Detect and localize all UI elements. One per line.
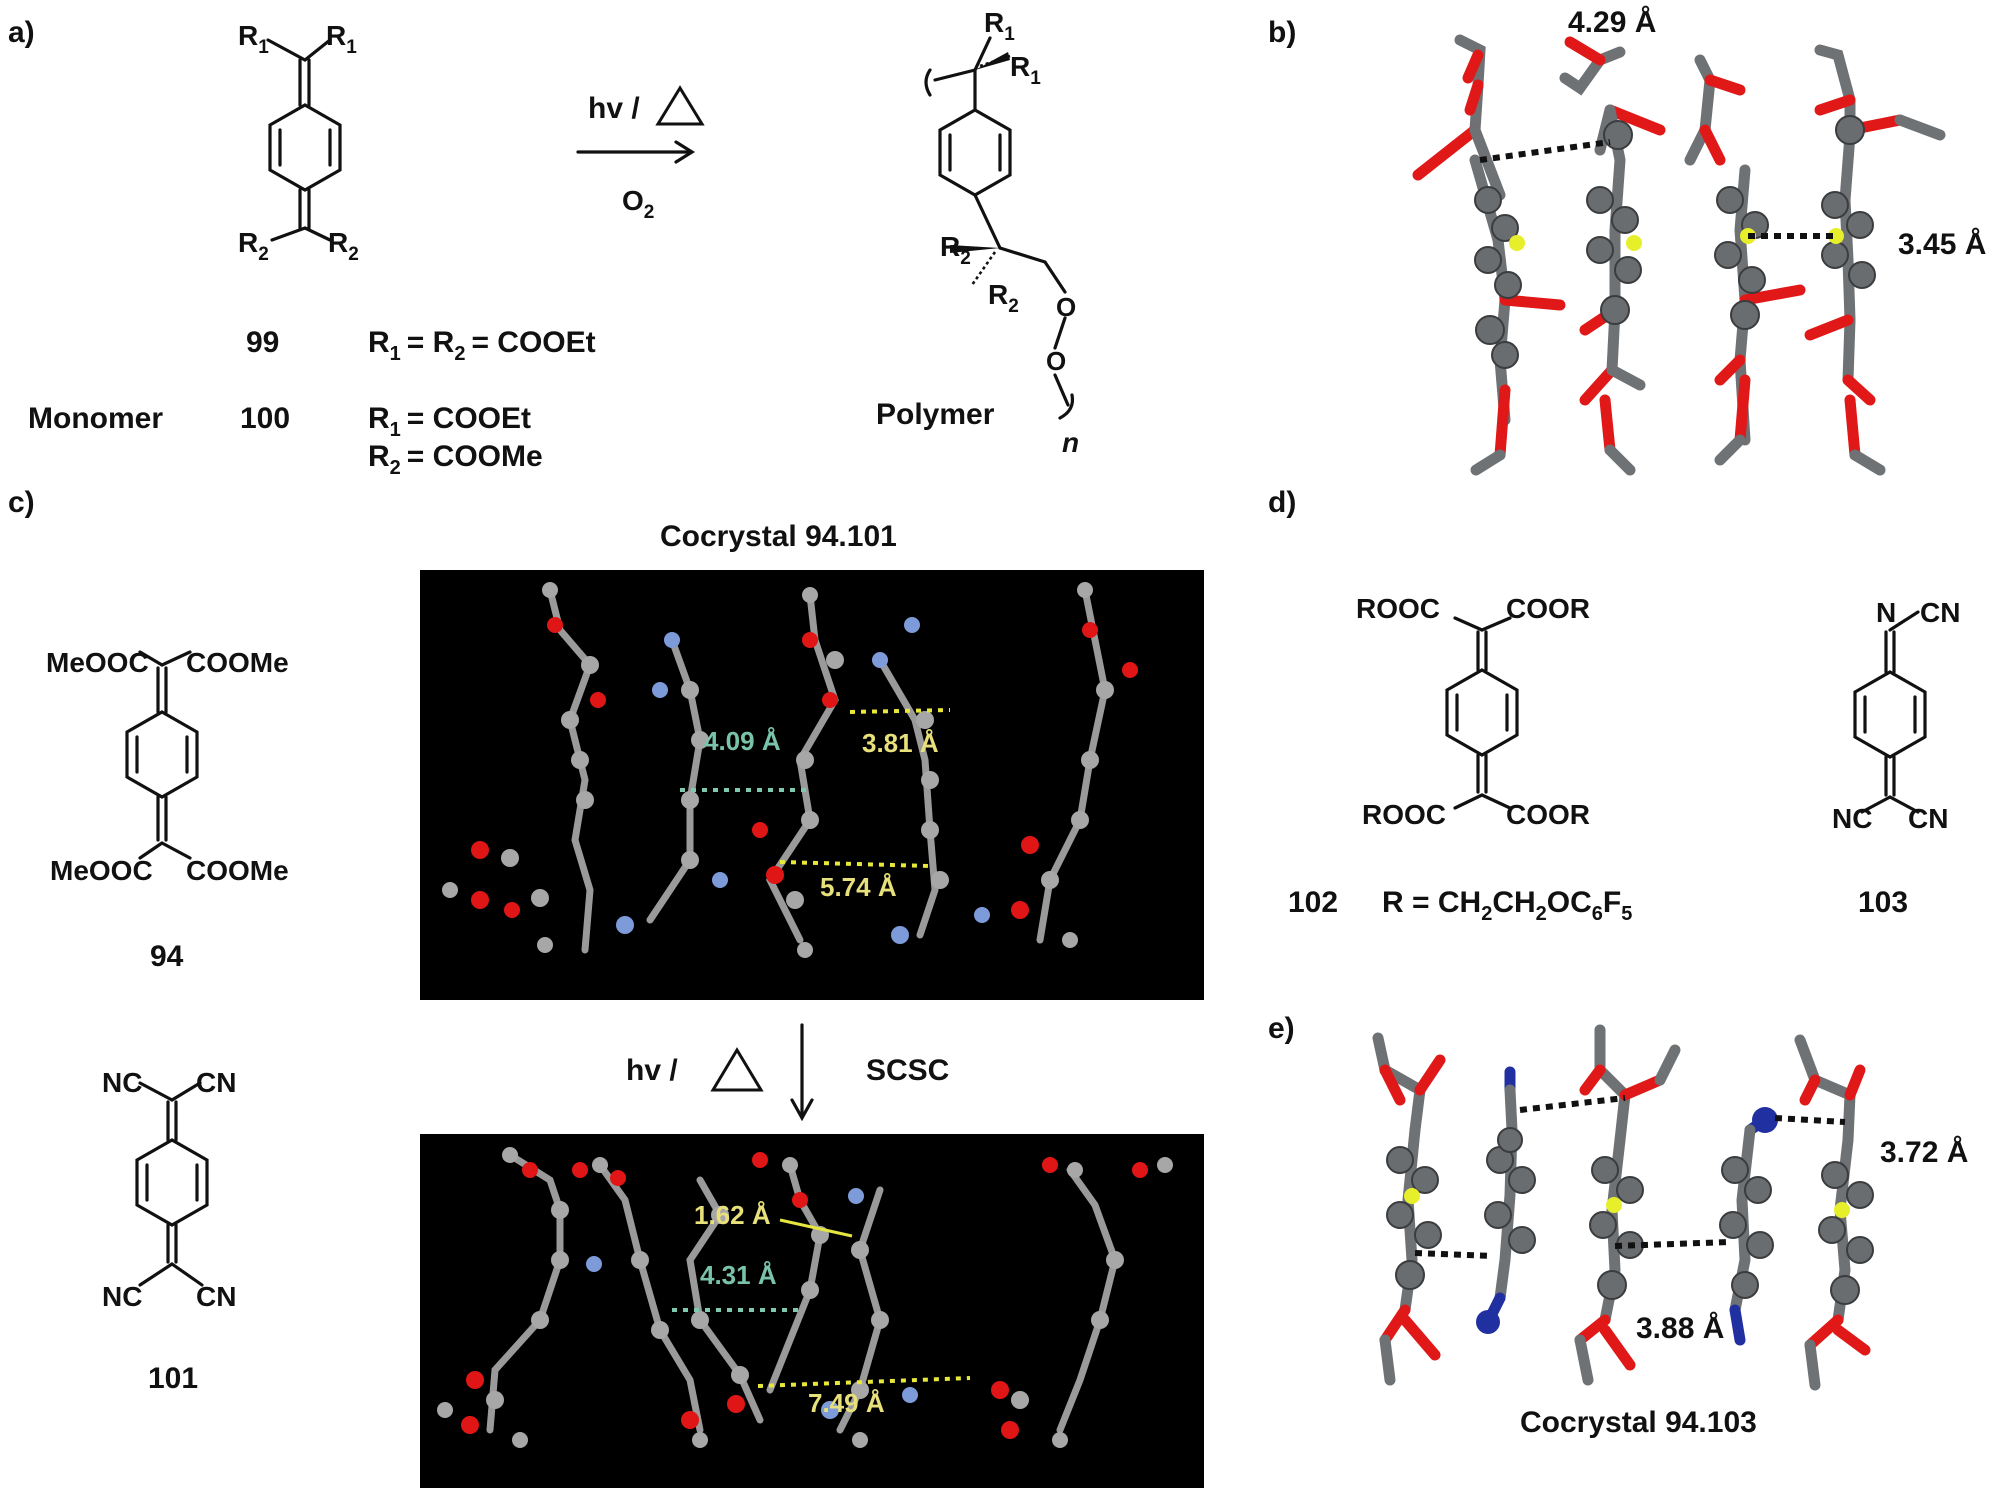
molecule-b-2 <box>1559 36 1666 476</box>
distance-b-1: 4.29 Å <box>1568 6 1656 39</box>
contact-line-b-1 <box>1479 139 1611 163</box>
arrow-a-bottom-label: O2 <box>622 185 654 223</box>
molecule-e-4 <box>1719 1107 1778 1346</box>
panel-label-d: d) <box>1268 486 1296 519</box>
panel-label-c: c) <box>8 486 35 519</box>
distance-c-bottom-2: 4.31 Å <box>700 1260 777 1290</box>
crystal-image-top <box>420 570 1204 1000</box>
compound-100-r1-definition: R1= COOEt <box>368 402 531 441</box>
compound-102-rooc-top: ROOC <box>1356 593 1440 624</box>
compound-103-cn-bottom: CN <box>1908 803 1948 834</box>
distance-c-top-1: 4.09 Å <box>704 726 781 756</box>
compound-94-meooc-top: MeOOC <box>46 647 149 678</box>
panel-label-a: a) <box>8 16 35 49</box>
compound-103-nc-bottom: NC <box>1832 803 1872 834</box>
polymer-structure: R1 R1 R2 R2 O O n <box>924 7 1079 458</box>
polymer-r2-bottom: R2 <box>988 279 1019 317</box>
compound-94-coome-bottom: COOMe <box>186 855 289 886</box>
distance-c-top-2: 3.81 Å <box>862 728 939 758</box>
contact-line-e-3 <box>1414 1250 1493 1259</box>
distance-e-1: 3.72 Å <box>1880 1136 1968 1169</box>
arrow-a-top-label: hv / <box>588 92 640 125</box>
transformation-arrow-c <box>710 1023 814 1122</box>
monomer-r2-right: R2 <box>328 227 359 265</box>
arrow-c-right-label: SCSC <box>866 1054 949 1087</box>
polymer-label: Polymer <box>876 398 995 431</box>
contact-line-c-top-3 <box>779 860 931 868</box>
compound-102-structure <box>1445 616 1519 810</box>
distance-b-2: 3.45 Å <box>1898 228 1986 261</box>
polymer-r1-side: R1 <box>1010 51 1041 89</box>
contact-line-e-4 <box>1614 1239 1731 1249</box>
cocrystal-94-101-title: Cocrystal 94.101 <box>660 520 897 553</box>
compound-101-nc-top: NC <box>102 1067 142 1098</box>
distance-c-top-3: 5.74 Å <box>820 872 897 902</box>
molecule-b-1 <box>1412 34 1566 476</box>
panel-label-e: e) <box>1268 1012 1295 1045</box>
heat-triangle-icon <box>655 85 705 126</box>
polymer-n: n <box>1062 427 1079 458</box>
compound-102-rooc-bottom: ROOC <box>1362 799 1446 830</box>
compound-102-coor-bottom: COOR <box>1506 799 1590 830</box>
contact-line-e-1 <box>1519 1095 1626 1113</box>
compound-101-structure <box>135 1081 209 1287</box>
distance-c-bottom-3: 7.49 Å <box>808 1388 885 1418</box>
compound-103-n: N <box>1876 597 1896 628</box>
compound-102-coor-top: COOR <box>1506 593 1590 624</box>
monomer-r1-left: R1 <box>238 20 269 58</box>
polymer-r1-top: R1 <box>984 7 1015 45</box>
compound-99-definition: R1= R2= COOEt <box>368 326 596 365</box>
compound-100-r2-definition: R2= COOMe <box>368 440 543 479</box>
arrow-c-left-label: hv / <box>626 1054 678 1087</box>
contact-line-e-2 <box>1774 1115 1846 1125</box>
compound-94-meooc-bottom: MeOOC <box>50 855 153 886</box>
compound-103-number: 103 <box>1858 886 1908 919</box>
compound-94-number: 94 <box>150 940 184 973</box>
monomer-r1-right: R1 <box>326 20 357 58</box>
monomer-r2-left: R2 <box>238 227 269 265</box>
distance-e-2: 3.88 Å <box>1636 1312 1724 1345</box>
molecule-b-4 <box>1804 44 1946 476</box>
crystal-packing-e <box>1372 1024 1874 1391</box>
panel-label-b: b) <box>1268 16 1296 49</box>
molecule-b-3 <box>1684 54 1806 466</box>
cocrystal-94-103-title: Cocrystal 94.103 <box>1520 1406 1757 1439</box>
compound-101-cn-top: CN <box>196 1067 236 1098</box>
compound-103-structure <box>1853 610 1927 814</box>
compound-102-number: 102 <box>1288 886 1338 919</box>
compound-101-nc-bottom: NC <box>102 1281 142 1312</box>
compound-101-cn-bottom: CN <box>196 1281 236 1312</box>
compound-99-number: 99 <box>246 326 279 359</box>
monomer-structure: R1 R1 R2 R2 <box>238 20 359 265</box>
compound-101-number: 101 <box>148 1362 198 1395</box>
reaction-arrow-a: hv / O2 <box>576 85 705 223</box>
molecule-e-5 <box>1794 1034 1874 1391</box>
contact-line-c-bot-3 <box>757 1376 971 1388</box>
compound-103-cn-top: CN <box>1920 597 1960 628</box>
molecule-e-2 <box>1476 1066 1536 1334</box>
monomer-label: Monomer <box>28 402 163 435</box>
polymer-o-2: O <box>1046 346 1066 376</box>
polymer-o-1: O <box>1056 292 1076 322</box>
compound-94-structure <box>125 650 199 860</box>
compound-94-coome-top: COOMe <box>186 647 289 678</box>
distance-c-bottom-1: 1.62 Å <box>694 1200 771 1230</box>
crystal-packing-b <box>1412 34 1946 476</box>
crystal-image-bottom <box>420 1134 1204 1488</box>
arrow-c-bottom-1 <box>779 1218 853 1238</box>
compound-102-definition: R = CH2CH2OC6F5 <box>1382 886 1632 925</box>
molecule-e-1 <box>1372 1032 1446 1386</box>
polymer-r2-left: R2 <box>940 231 971 269</box>
heat-triangle-icon <box>710 1047 764 1092</box>
compound-100-number: 100 <box>240 402 290 435</box>
